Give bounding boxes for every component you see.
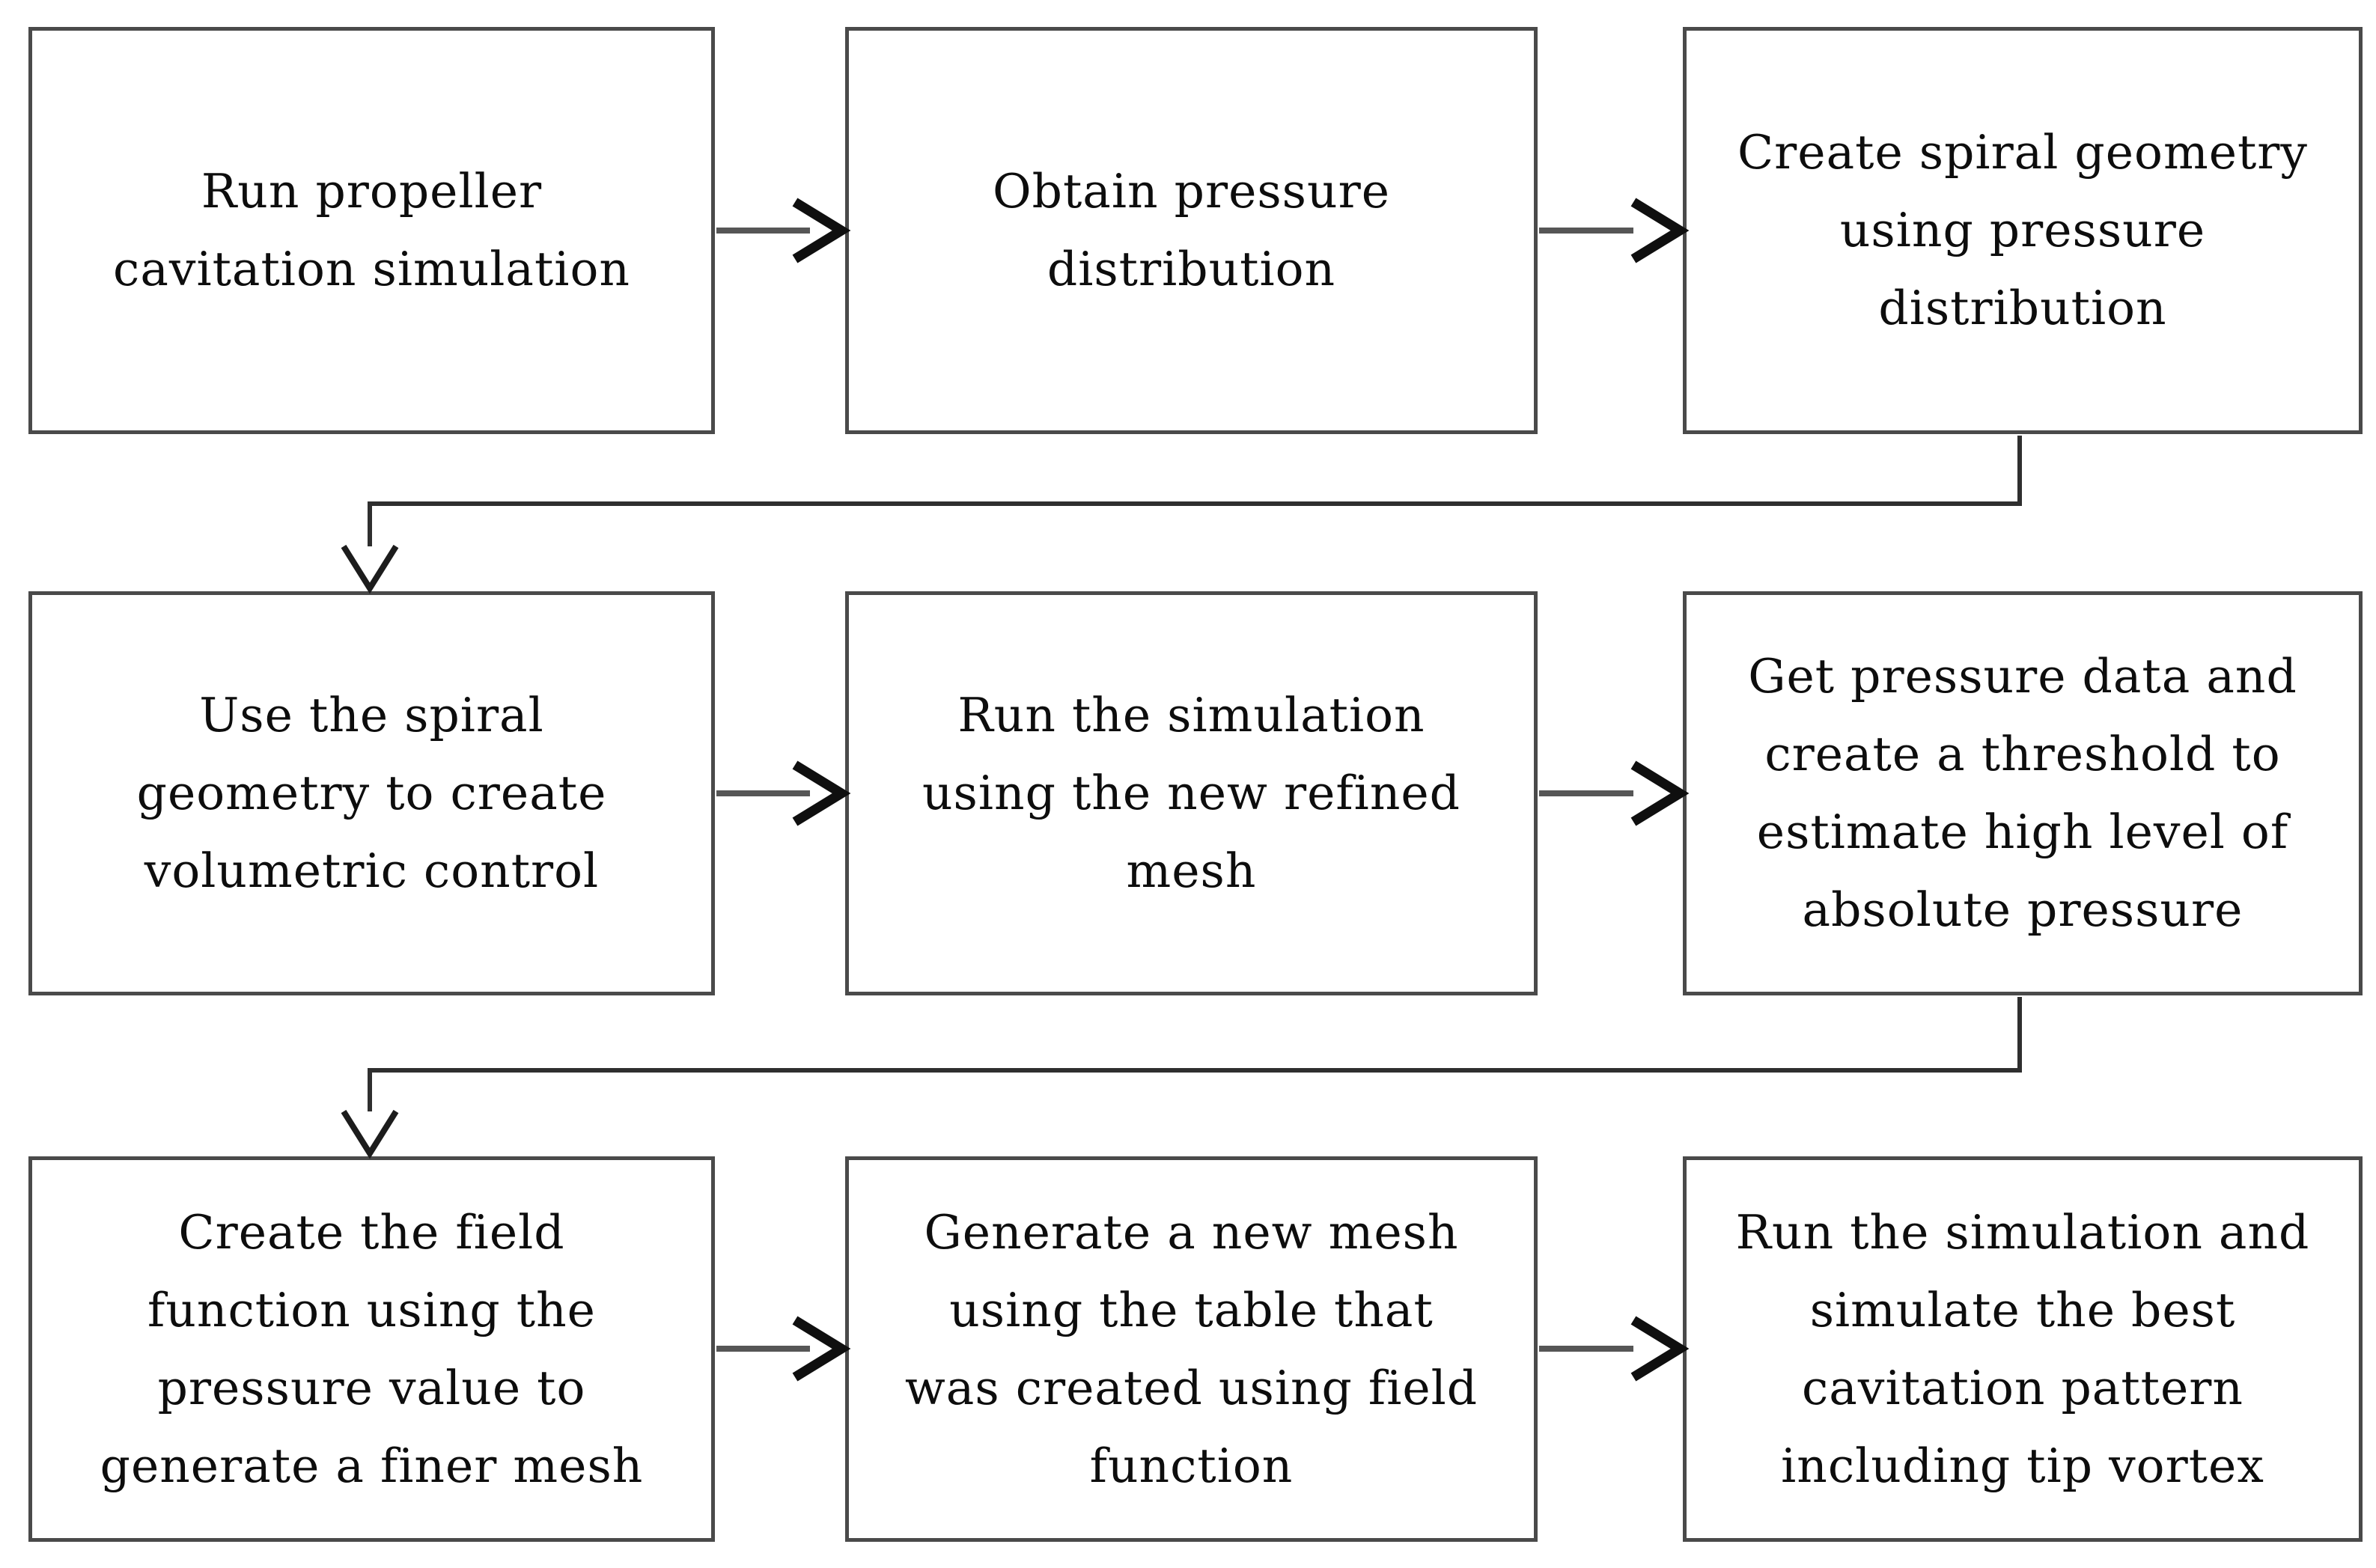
flow-box-generate-new-mesh-from-table: Generate a new mesh using the table that…	[845, 1156, 1538, 1542]
arrow-step8-to-step9	[1539, 1316, 1690, 1382]
flow-box-label: Generate a new mesh using the table that…	[904, 1204, 1478, 1493]
flow-box-label: Run the simulation using the new refined…	[922, 688, 1461, 898]
flow-box-create-spiral-geometry: Create spiral geometry using pressure di…	[1683, 27, 2363, 434]
flow-box-label: Run the simulation and simulate the best…	[1735, 1204, 2310, 1493]
flow-box-create-field-function-finer-mesh: Create the field function using the pres…	[28, 1156, 715, 1542]
arrow-step2-to-step3	[1539, 198, 1690, 263]
flow-box-run-simulation-refined-mesh: Run the simulation using the new refined…	[845, 591, 1538, 995]
elbow-step6-to-step7	[341, 997, 2022, 1159]
arrow-step4-to-step5	[716, 760, 851, 826]
flow-box-label: Obtain pressure distribution	[993, 164, 1390, 296]
flow-box-label: Run propeller cavitation simulation	[113, 164, 630, 296]
flow-box-label: Use the spiral geometry to create volume…	[136, 688, 607, 898]
elbow-step3-to-step4	[341, 436, 2022, 594]
flow-box-pressure-data-threshold: Get pressure data and create a threshold…	[1683, 591, 2363, 995]
flow-box-label: Get pressure data and create a threshold…	[1748, 649, 2297, 937]
flow-box-obtain-pressure-distribution: Obtain pressure distribution	[845, 27, 1538, 434]
flow-box-use-spiral-geometry-volumetric-control: Use the spiral geometry to create volume…	[28, 591, 715, 995]
flow-box-label: Create the field function using the pres…	[100, 1204, 644, 1493]
arrow-step7-to-step8	[716, 1316, 851, 1382]
arrow-step1-to-step2	[716, 198, 851, 263]
flow-box-run-simulation-best-cavitation-pattern: Run the simulation and simulate the best…	[1683, 1156, 2363, 1542]
flow-box-run-propeller-cavitation-simulation: Run propeller cavitation simulation	[28, 27, 715, 434]
arrow-step5-to-step6	[1539, 760, 1690, 826]
flow-box-label: Create spiral geometry using pressure di…	[1737, 125, 2309, 335]
